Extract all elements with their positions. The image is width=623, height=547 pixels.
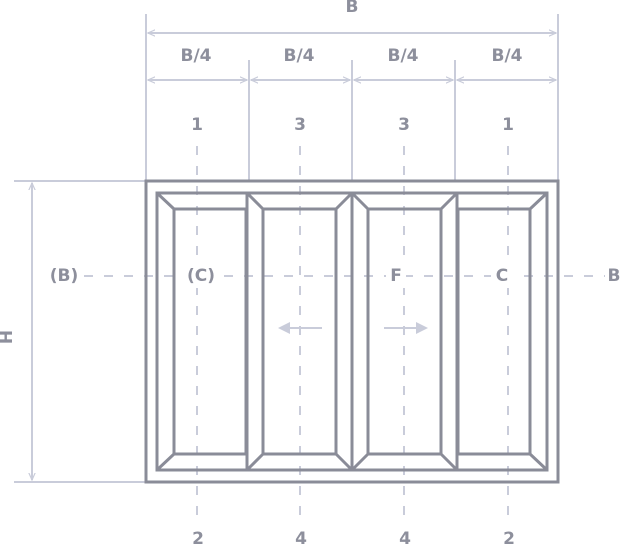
top-number-2: 3 — [294, 115, 306, 135]
bottom-number-2: 4 — [295, 529, 307, 547]
segment-label-3: B/4 — [388, 46, 419, 66]
segment-label-2: B/4 — [284, 46, 315, 66]
height-label: H — [0, 330, 17, 344]
slide-right-arrow-icon — [384, 322, 428, 334]
panel-4 — [455, 191, 549, 472]
top-number-4: 1 — [502, 115, 514, 135]
overall-width-dimension — [145, 14, 559, 182]
segment-label-4: B/4 — [492, 46, 523, 66]
bottom-number-1: 2 — [192, 529, 204, 547]
bottom-number-4: 2 — [503, 529, 515, 547]
axis-label-panel-4: C — [496, 266, 508, 286]
top-number-3: 3 — [398, 115, 410, 135]
segment-dimensions — [148, 60, 556, 182]
top-number-1: 1 — [191, 115, 203, 135]
slide-left-arrow-icon — [278, 322, 322, 334]
bottom-number-3: 4 — [399, 529, 411, 547]
axis-label-right: B — [608, 266, 621, 286]
segment-label-1: B/4 — [181, 46, 212, 66]
panel-1 — [155, 191, 249, 472]
outer-frame — [144, 179, 560, 484]
axis-label-left: (B) — [50, 266, 79, 286]
axis-label-panel-3: F — [390, 266, 402, 286]
axis-label-panel-1: (C) — [187, 266, 215, 286]
overall-width-label: B — [346, 0, 359, 17]
height-dimension — [14, 180, 146, 483]
